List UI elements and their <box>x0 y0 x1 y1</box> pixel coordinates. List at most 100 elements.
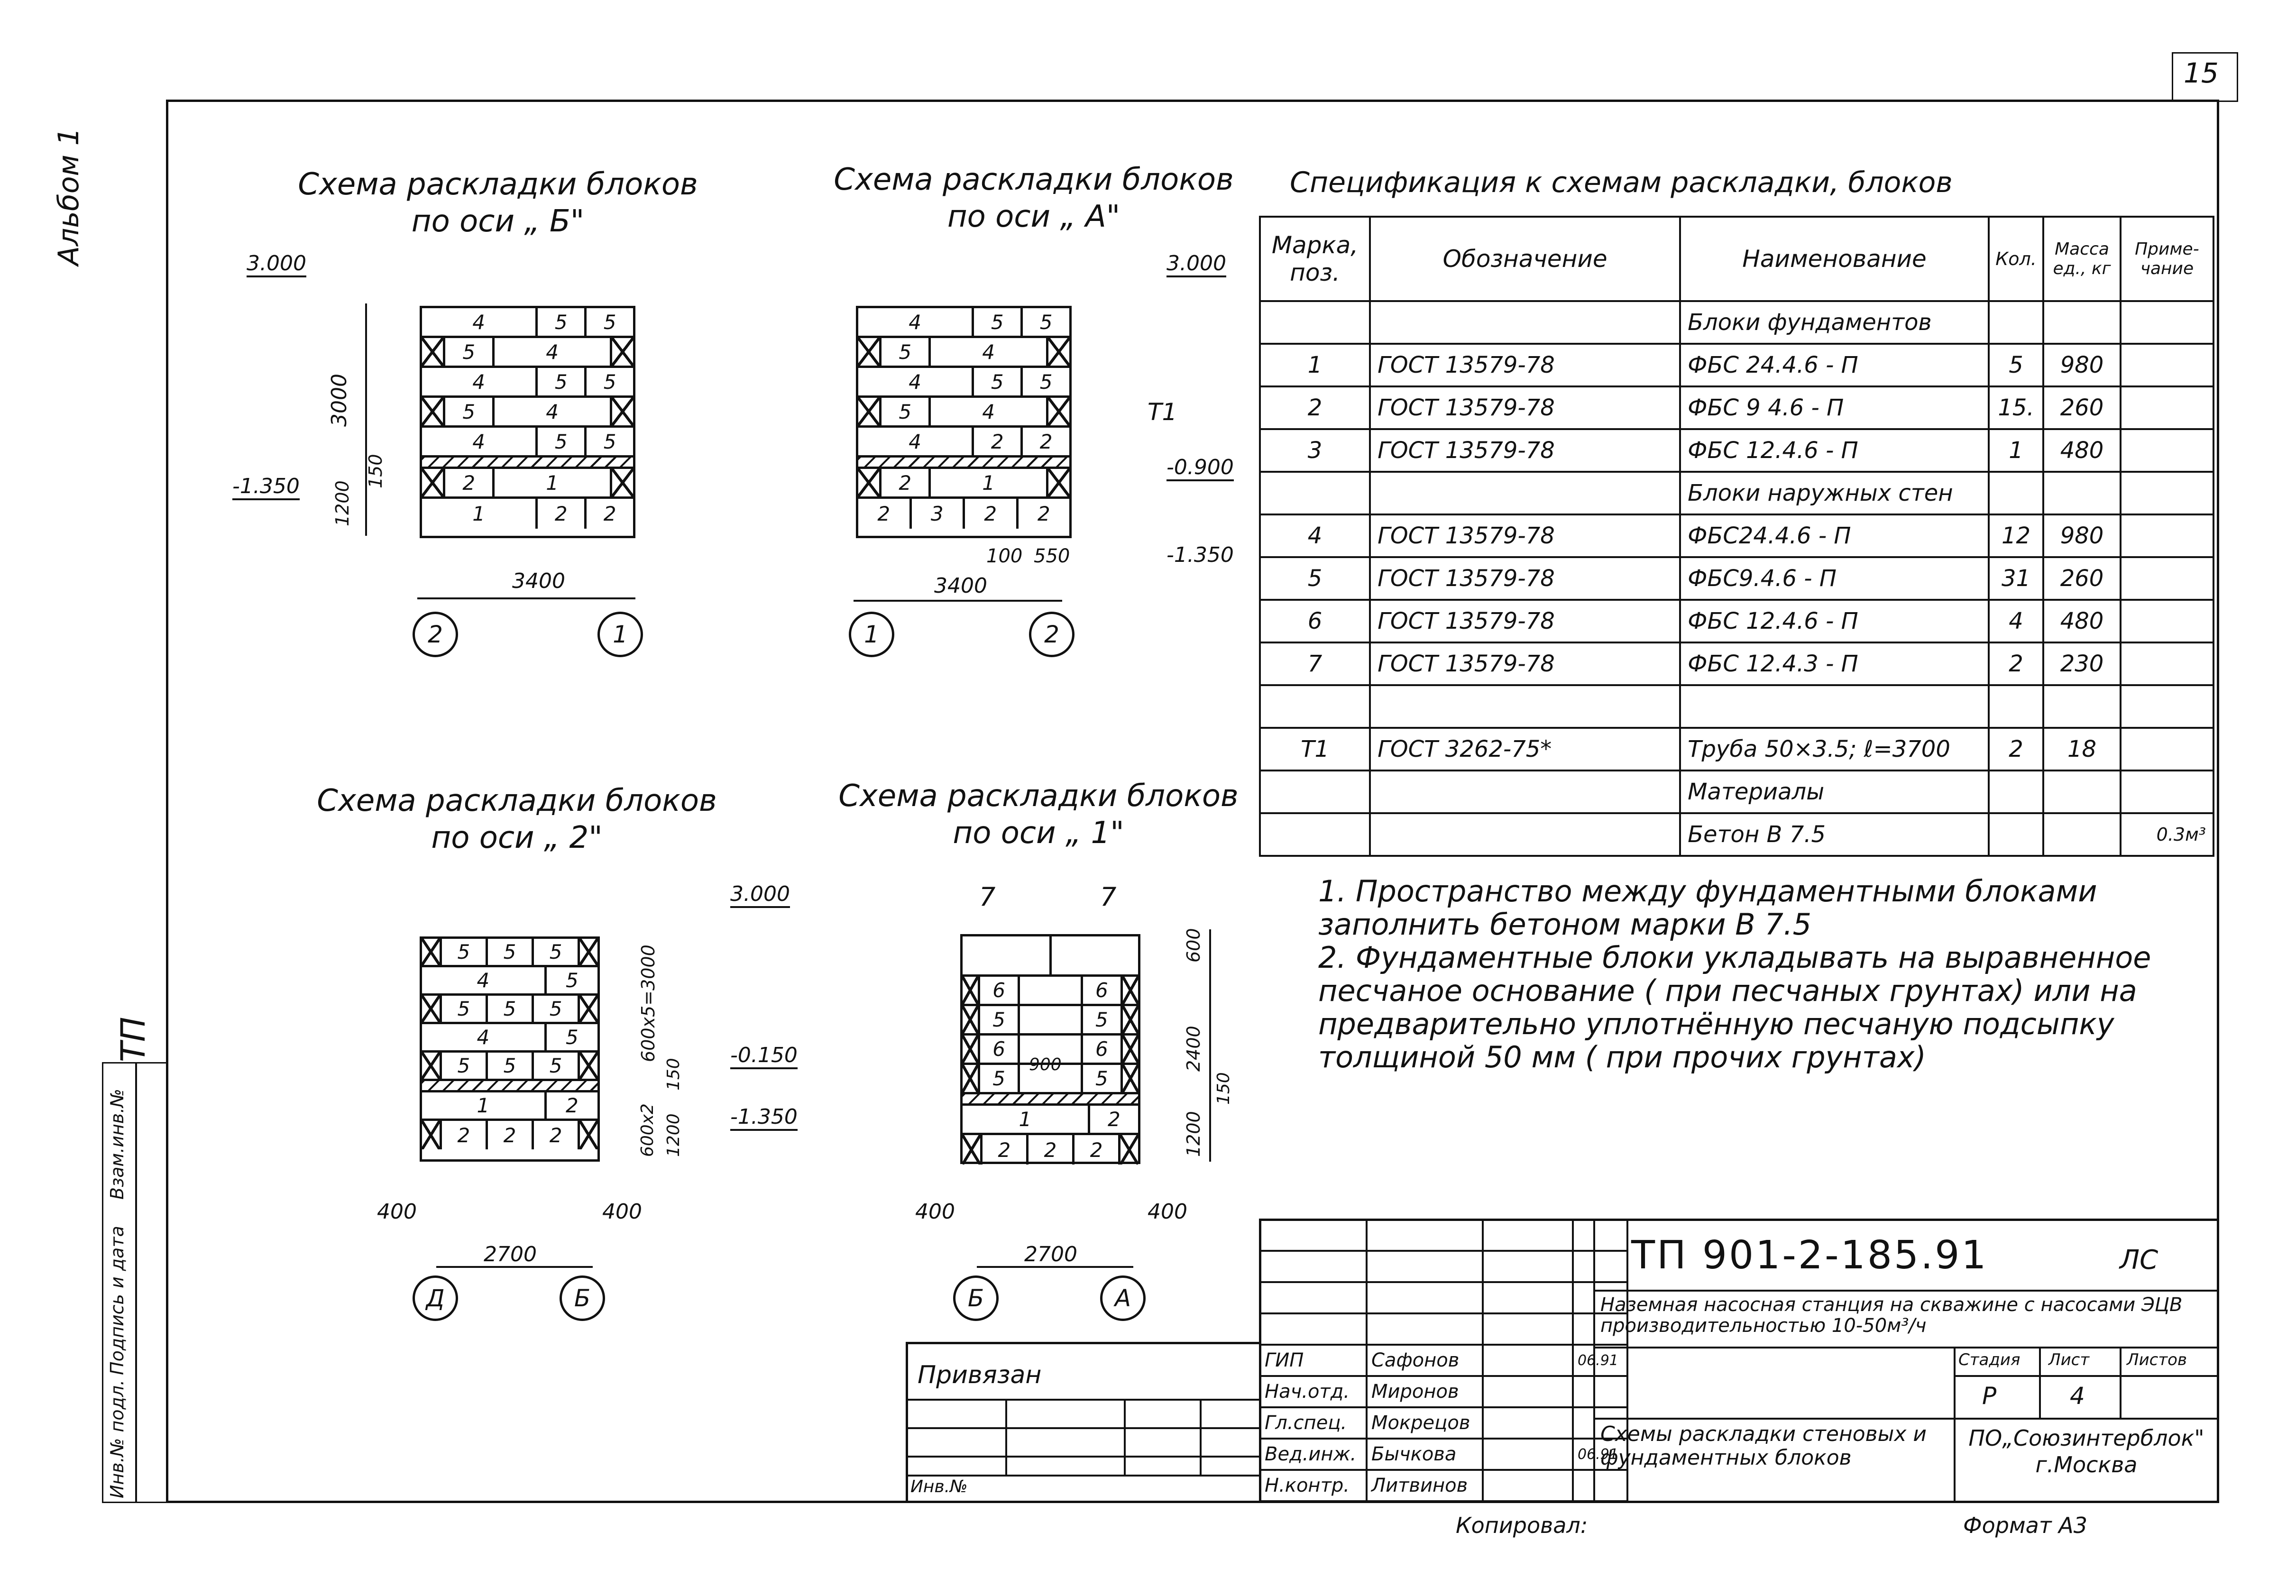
spec-cell <box>2119 300 2215 345</box>
spec-cell: ГОСТ 13579-78 <box>1369 642 1681 686</box>
spec-cell <box>2042 770 2122 814</box>
scheme-2-title: Схема раскладки блоков по оси „ 2" <box>317 783 717 855</box>
spec-cell <box>2042 812 2122 857</box>
signature-role: Нач.отд. <box>1259 1375 1368 1408</box>
scheme-1-dim-400-left: 400 <box>915 1200 955 1224</box>
spec-cell <box>2119 770 2215 814</box>
strip-sign: Подпись и дата <box>107 1226 128 1375</box>
spec-cell <box>2042 300 2122 345</box>
signature-role: Н.контр. <box>1259 1469 1368 1502</box>
spec-row: Блоки наружных стен <box>1258 471 2215 515</box>
spec-h-mass: Масса ед., кг <box>2042 216 2122 302</box>
scheme-1-mark-left: 7 <box>979 882 996 912</box>
scheme-a-mark-t1: Т1 <box>1148 398 1177 426</box>
spec-cell <box>1987 770 2045 814</box>
signature-name: Миронов <box>1366 1375 1484 1408</box>
scheme-2-dim-400-left: 400 <box>377 1200 417 1224</box>
scheme-b-dim-150: 150 <box>365 454 386 488</box>
spec-cell: ГОСТ 13579-78 <box>1369 556 1681 601</box>
spec-cell <box>1258 471 1371 515</box>
spec-cell: ФБС9.4.6 - П <box>1679 556 1990 601</box>
spec-cell: 12 <box>1987 514 2045 558</box>
spec-cell <box>1369 684 1681 729</box>
tb-sheet: 4 <box>2070 1382 2085 1410</box>
signature-name: Бычкова <box>1366 1438 1484 1471</box>
signature-role: Вед.инж. <box>1259 1438 1368 1471</box>
spec-row: Материалы <box>1258 770 2215 814</box>
spec-cell <box>2119 428 2215 473</box>
spec-cell: 2 <box>1258 385 1371 430</box>
scheme-2-axis-left: Д <box>413 1275 458 1321</box>
spec-cell <box>1258 770 1371 814</box>
spec-title: Спецификация к схемам раскладки, блоков <box>1290 166 1953 199</box>
spec-cell: 480 <box>2042 428 2122 473</box>
spec-cell <box>1369 770 1681 814</box>
spec-row: Блоки фундаментов <box>1258 300 2215 345</box>
strip-inv: Инв.№ подл. <box>107 1379 128 1498</box>
spec-cell <box>2119 385 2215 430</box>
binding-box <box>906 1342 1261 1503</box>
spec-cell: 31 <box>1987 556 2045 601</box>
scheme-1-width-line <box>977 1266 1133 1268</box>
signature-row <box>1259 1312 1628 1346</box>
scheme-b-axis-left: 2 <box>413 612 458 657</box>
spec-cell <box>1987 812 2045 857</box>
spec-cell: 980 <box>2042 514 2122 558</box>
spec-cell: 2 <box>1987 642 2045 686</box>
spec-cell: 7 <box>1258 642 1371 686</box>
spec-cell <box>1369 300 1681 345</box>
spec-cell: 1 <box>1258 343 1371 387</box>
scheme-2-level-mid: -0.150 <box>730 1043 798 1069</box>
spec-cell: ГОСТ 13579-78 <box>1369 514 1681 558</box>
signature-row: Н.контр.Литвинов <box>1259 1469 1628 1502</box>
scheme-a-dim-width: 3400 <box>934 574 987 598</box>
spec-cell: 18 <box>2042 727 2122 771</box>
tp-side-label: ТП <box>114 1017 153 1062</box>
spec-cell: 5 <box>1987 343 2045 387</box>
spec-cell: 260 <box>2042 385 2122 430</box>
scheme-b-level-top: 3.000 <box>247 251 306 277</box>
spec-cell <box>2119 343 2215 387</box>
tb-sheet-h: Лист <box>2048 1350 2090 1369</box>
signature-row <box>1259 1219 1628 1252</box>
spec-cell <box>1987 684 2045 729</box>
scheme-1-mark-right: 7 <box>1100 882 1117 912</box>
sheet-number: 15 <box>2184 57 2219 89</box>
signature-role: Гл.спец. <box>1259 1406 1368 1440</box>
spec-cell <box>2119 599 2215 643</box>
spec-cell <box>1258 684 1371 729</box>
spec-cell: Т1 <box>1258 727 1371 771</box>
side-strip-divider <box>135 1062 137 1503</box>
spec-h-note: Приме-чание <box>2119 216 2215 302</box>
spec-cell: ФБС 9 4.6 - П <box>1679 385 1990 430</box>
spec-cell: ФБС 12.4.3 - П <box>1679 642 1990 686</box>
spec-cell: 3 <box>1258 428 1371 473</box>
spec-h-qty: Кол. <box>1987 216 2045 302</box>
spec-table: Марка, поз. Обозначение Наименование Кол… <box>1258 216 2215 857</box>
format-label: Формат А3 <box>1963 1513 2087 1538</box>
scheme-1-dim-150: 150 <box>1214 1072 1233 1105</box>
spec-cell: 480 <box>2042 599 2122 643</box>
tb-sheet-code: ЛС <box>2120 1245 2158 1275</box>
spec-cell <box>2119 471 2215 515</box>
scheme-1-axis-left: Б <box>953 1275 999 1321</box>
scheme-b-axis-right: 1 <box>597 612 643 657</box>
scheme-b-level-bottom: -1.350 <box>232 474 300 500</box>
spec-cell: 0.3м³ <box>2119 812 2215 857</box>
scheme-2-dim-height: 600х5=3000 <box>638 945 659 1062</box>
scheme-a-level-mid: -0.900 <box>1166 455 1234 481</box>
scheme-a-axis-right: 2 <box>1029 612 1075 657</box>
spec-h-name: Наименование <box>1679 216 1990 302</box>
scheme-a-level-top: 3.000 <box>1166 251 1226 277</box>
scheme-2-dim-600x2: 600х2 <box>638 1103 657 1157</box>
scheme-2-dim-width: 2700 <box>484 1242 537 1266</box>
spec-cell: Блоки фундаментов <box>1679 300 1990 345</box>
